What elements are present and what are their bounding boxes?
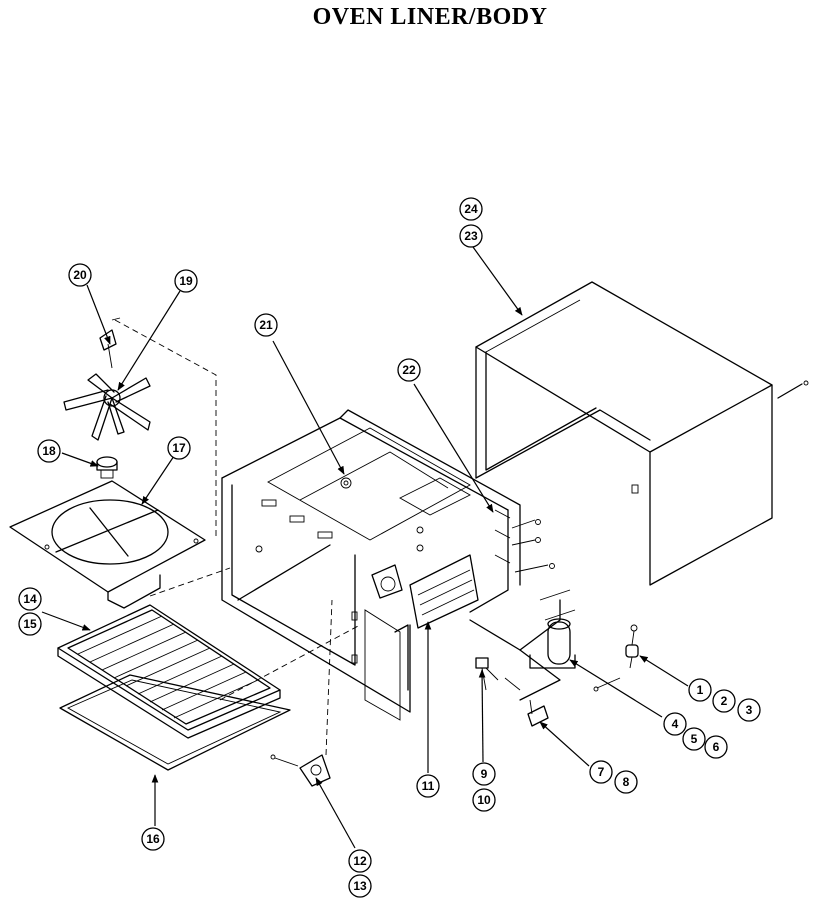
svg-text:13: 13 (353, 879, 367, 893)
svg-text:24: 24 (464, 202, 478, 216)
svg-text:12: 12 (353, 854, 367, 868)
fan-cover-plate (9, 480, 231, 609)
svg-text:9: 9 (481, 767, 488, 781)
lower-bracket (469, 589, 576, 701)
diagram-title: OVEN LINER/BODY (312, 4, 548, 30)
svg-text:5: 5 (691, 732, 698, 746)
svg-text:19: 19 (179, 274, 193, 288)
capacitor (529, 618, 621, 692)
callout-22: 22 (397, 358, 421, 382)
callout-13: 13 (348, 874, 372, 898)
callout-15: 15 (18, 612, 42, 636)
svg-text:1: 1 (697, 683, 704, 697)
svg-text:10: 10 (477, 793, 491, 807)
svg-text:18: 18 (42, 444, 56, 458)
callout-9: 9 (472, 762, 496, 786)
callout-19: 19 (174, 269, 198, 293)
svg-text:2: 2 (721, 694, 728, 708)
svg-text:14: 14 (23, 592, 37, 606)
small-bracket (527, 699, 549, 727)
callout-10: 10 (472, 788, 496, 812)
svg-text:20: 20 (73, 268, 87, 282)
callout-12: 12 (348, 849, 372, 873)
callout-24: 24 (459, 197, 483, 221)
svg-text:4: 4 (672, 717, 679, 731)
svg-text:11: 11 (422, 779, 435, 793)
callout-3: 3 (737, 698, 761, 722)
callout-6: 6 (704, 735, 728, 759)
svg-text:22: 22 (402, 363, 416, 377)
callout-5: 5 (682, 727, 706, 751)
hinge-bracket (270, 599, 333, 787)
wire-connector (625, 624, 639, 669)
fan-assembly (63, 317, 217, 540)
callout-21: 21 (254, 313, 278, 337)
oven-rack (57, 604, 281, 739)
callout-20: 20 (68, 263, 92, 287)
callout-18: 18 (37, 439, 61, 463)
svg-text:16: 16 (146, 832, 160, 846)
svg-text:17: 17 (172, 441, 186, 455)
outer-cabinet (475, 281, 809, 586)
callout-16: 16 (141, 827, 165, 851)
svg-text:21: 21 (259, 318, 273, 332)
svg-text:7: 7 (598, 765, 605, 779)
callout-11: 11 (416, 774, 440, 798)
leader-lines (41, 246, 689, 849)
callout-23: 23 (459, 224, 483, 248)
bottom-panel (59, 624, 361, 771)
svg-text:8: 8 (623, 775, 630, 789)
callout-4: 4 (663, 712, 687, 736)
callout-14: 14 (18, 587, 42, 611)
callout-17: 17 (167, 436, 191, 460)
oven-liner (221, 409, 555, 721)
svg-text:6: 6 (713, 740, 720, 754)
callout-2: 2 (712, 689, 736, 713)
svg-text:3: 3 (746, 703, 753, 717)
callout-1: 1 (688, 678, 712, 702)
callout-8: 8 (614, 770, 638, 794)
svg-text:23: 23 (464, 229, 478, 243)
callout-7: 7 (589, 760, 613, 784)
svg-text:15: 15 (23, 617, 37, 631)
